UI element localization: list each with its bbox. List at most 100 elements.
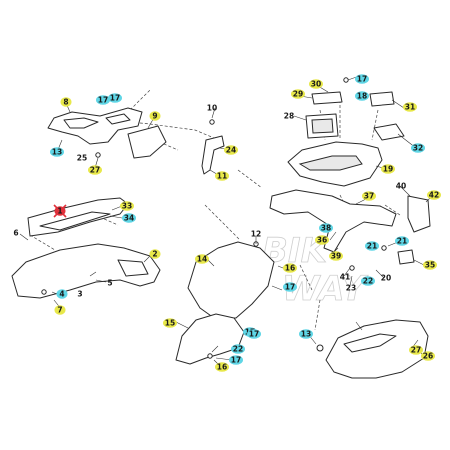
callout-number: 12 xyxy=(251,230,261,239)
callout-17: 17 xyxy=(247,329,261,339)
callout-group: 1234567891011121314151617181920212223242… xyxy=(13,74,441,372)
callout-2: 2 xyxy=(149,249,161,259)
callout-number: 42 xyxy=(429,191,439,200)
callout-5: 5 xyxy=(107,279,112,288)
callout-9: 9 xyxy=(149,111,161,121)
callout-number: 13 xyxy=(301,330,311,339)
callout-number: 5 xyxy=(107,279,112,288)
callout-number: 25 xyxy=(77,154,87,163)
callout-number: 14 xyxy=(197,255,207,264)
lamp-housing xyxy=(311,91,343,105)
callout-marker xyxy=(381,164,395,174)
callout-marker xyxy=(224,145,238,155)
callout-1: 1 xyxy=(54,206,66,216)
callout-number: 39 xyxy=(331,252,341,261)
callout-41: 41 xyxy=(340,273,350,282)
callout-14: 14 xyxy=(195,254,209,264)
callout-marker xyxy=(122,213,136,223)
callout-40: 40 xyxy=(396,182,406,191)
callout-29: 29 xyxy=(291,89,305,99)
callout-number: 8 xyxy=(63,98,68,107)
callout-marker xyxy=(229,355,243,365)
callout-8: 8 xyxy=(60,97,72,107)
assembly-line xyxy=(299,264,321,331)
callout-marker xyxy=(423,260,437,270)
reflector xyxy=(373,123,405,141)
callout-number: 20 xyxy=(381,274,391,283)
callout-marker xyxy=(56,289,68,299)
callout-32: 32 xyxy=(411,143,425,153)
callout-number: 4 xyxy=(59,290,64,299)
callout-18: 18 xyxy=(355,91,369,101)
callout-number: 17 xyxy=(231,356,241,365)
callout-34: 34 xyxy=(122,213,136,223)
callout-21: 21 xyxy=(395,236,409,246)
callout-17: 17 xyxy=(283,282,297,292)
bolt xyxy=(207,353,213,359)
callout-number: 16 xyxy=(285,264,295,273)
callout-marker xyxy=(88,165,102,175)
leader-lines xyxy=(307,321,427,359)
callout-39: 39 xyxy=(329,251,343,261)
callout-15: 15 xyxy=(163,318,177,328)
callout-marker xyxy=(215,362,229,372)
callout-number: 30 xyxy=(311,80,321,89)
callout-number: 33 xyxy=(122,202,132,211)
callout-10: 10 xyxy=(207,104,217,113)
assembly-line xyxy=(204,169,263,241)
callout-12: 12 xyxy=(251,230,261,239)
callout-marker xyxy=(195,254,209,264)
callout-20: 20 xyxy=(381,274,391,283)
callout-number: 27 xyxy=(411,346,421,355)
callout-number: 22 xyxy=(363,277,373,286)
callout-11: 11 xyxy=(215,171,229,181)
callout-17: 17 xyxy=(108,93,122,103)
callout-number: 22 xyxy=(233,345,243,354)
callout-number: 36 xyxy=(317,236,327,245)
callout-17: 17 xyxy=(229,355,243,365)
callout-28: 28 xyxy=(284,112,294,121)
callout-marker xyxy=(215,171,229,181)
callout-number: 21 xyxy=(397,237,407,246)
callout-marker xyxy=(149,111,161,121)
callout-13: 13 xyxy=(299,329,313,339)
callout-22: 22 xyxy=(361,276,375,286)
bolt xyxy=(95,152,101,158)
callout-marker xyxy=(403,102,417,112)
callout-17: 17 xyxy=(96,95,110,105)
front-fender xyxy=(11,197,161,299)
callout-30: 30 xyxy=(309,79,323,89)
callout-23: 23 xyxy=(346,284,356,293)
callout-marker xyxy=(365,241,379,251)
bolt xyxy=(343,77,349,83)
callout-7: 7 xyxy=(54,305,66,315)
callout-number: 9 xyxy=(152,112,157,121)
callout-number: 3 xyxy=(77,290,82,299)
callout-number: 24 xyxy=(226,146,236,155)
callout-marker xyxy=(231,344,245,354)
callout-16: 16 xyxy=(215,362,229,372)
rear-frame xyxy=(269,189,397,253)
callout-marker xyxy=(291,89,305,99)
callout-27: 27 xyxy=(88,165,102,175)
callout-marker xyxy=(411,143,425,153)
callout-marker xyxy=(60,97,72,107)
bolt xyxy=(41,289,47,295)
callout-13: 13 xyxy=(50,147,64,157)
callout-marker xyxy=(108,93,122,103)
inner-fender xyxy=(187,241,275,319)
callout-number: 23 xyxy=(346,284,356,293)
callout-marker xyxy=(149,249,161,259)
callout-marker xyxy=(283,263,297,273)
callout-4: 4 xyxy=(56,289,68,299)
callout-36: 36 xyxy=(315,235,329,245)
callout-marker xyxy=(421,351,435,361)
front-cowl xyxy=(47,107,143,145)
callout-number: 27 xyxy=(90,166,100,175)
callout-16: 16 xyxy=(283,263,297,273)
callout-marker xyxy=(361,276,375,286)
callout-21: 21 xyxy=(365,241,379,251)
callout-number: 16 xyxy=(217,363,227,372)
